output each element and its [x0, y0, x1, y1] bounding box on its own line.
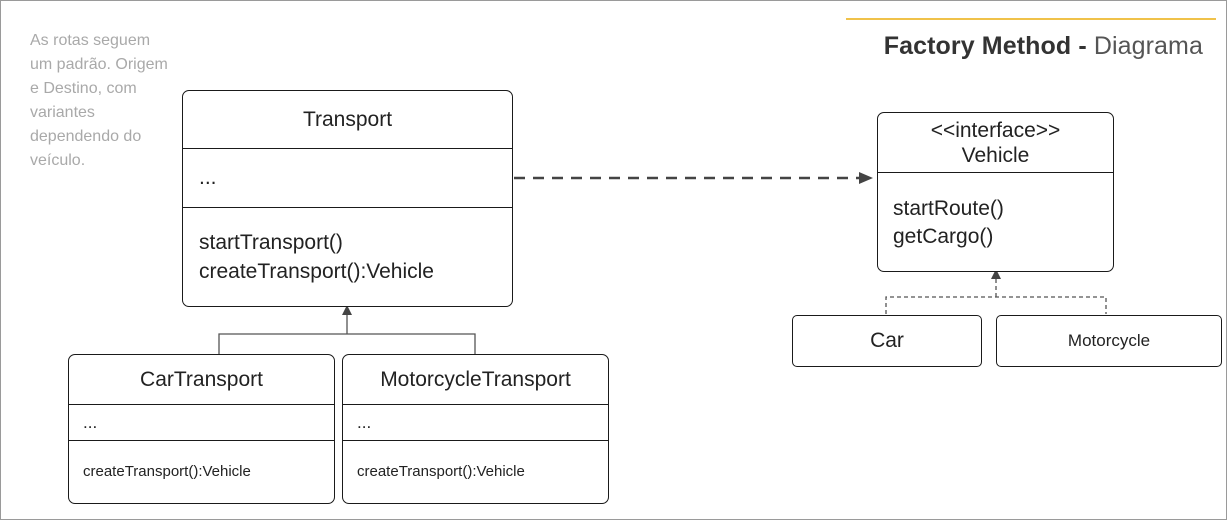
interface-vehicle-name: Vehicle: [961, 143, 1030, 167]
class-car-transport-name: CarTransport: [69, 355, 334, 405]
title-separator: -: [1071, 32, 1094, 60]
method-get-cargo: getCargo(): [893, 225, 994, 248]
method-create-transport: createTransport():Vehicle: [83, 463, 251, 480]
class-car-transport-methods: createTransport():Vehicle: [69, 441, 334, 502]
method-create-transport: createTransport():Vehicle: [199, 259, 434, 283]
class-motorcycle-transport-methods: createTransport():Vehicle: [343, 441, 608, 502]
method-start-route: startRoute(): [893, 197, 1004, 220]
title-light: Diagrama: [1093, 32, 1203, 60]
title-bold: Factory Method: [883, 32, 1072, 60]
method-create-transport: createTransport():Vehicle: [357, 463, 525, 480]
interface-stereotype: <<interface>>: [930, 118, 1061, 142]
class-transport-name: Transport: [183, 91, 512, 149]
class-car-transport-attributes: ...: [69, 405, 334, 441]
class-motorcycle-transport[interactable]: MotorcycleTransport ... createTransport(…: [342, 354, 609, 504]
interface-vehicle[interactable]: <<interface>> Vehicle startRoute() getCa…: [877, 112, 1114, 272]
class-motorcycle[interactable]: Motorcycle: [996, 315, 1222, 367]
page-title: Factory Method - Diagrama: [884, 32, 1203, 61]
method-start-transport: startTransport(): [199, 230, 343, 254]
class-transport-methods: startTransport() createTransport():Vehic…: [183, 208, 512, 305]
class-car[interactable]: Car: [792, 315, 982, 367]
side-note: As rotas seguem um padrão. Origem e Dest…: [30, 32, 168, 169]
title-accent-line: [846, 18, 1216, 20]
interface-vehicle-methods: startRoute() getCargo(): [878, 173, 1113, 270]
interface-vehicle-header: <<interface>> Vehicle: [878, 113, 1113, 173]
class-car-transport[interactable]: CarTransport ... createTransport():Vehic…: [68, 354, 335, 504]
class-motorcycle-transport-attributes: ...: [343, 405, 608, 441]
class-transport[interactable]: Transport ... startTransport() createTra…: [182, 90, 513, 307]
class-motorcycle-transport-name: MotorcycleTransport: [343, 355, 608, 405]
class-transport-attributes: ...: [183, 149, 512, 208]
